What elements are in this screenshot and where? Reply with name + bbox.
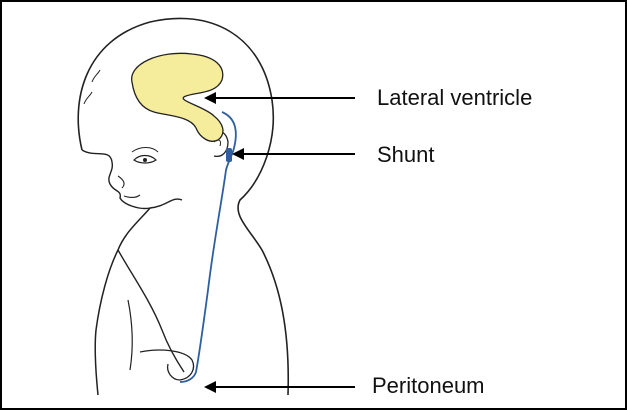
label-peritoneum: Peritoneum: [372, 375, 485, 397]
child-arm: [118, 250, 184, 372]
child-arm-inner: [128, 300, 132, 370]
shunt-valve: [226, 148, 232, 162]
child-abdomen: [140, 350, 194, 380]
label-lateral-ventricle: Lateral ventricle: [377, 87, 532, 109]
child-neck-line: [95, 208, 150, 395]
arrow-peritoneum: [204, 381, 355, 393]
child-pupil: [143, 158, 147, 162]
child-nose: [118, 176, 124, 188]
hair-wisp: [84, 92, 92, 104]
arrow-ventricle: [204, 92, 355, 104]
child-face-outline: [82, 150, 182, 208]
arrow-shunt: [232, 148, 355, 160]
child-mouth: [124, 195, 140, 197]
hair-wisp: [92, 70, 100, 82]
child-brow: [132, 148, 158, 153]
label-shunt: Shunt: [377, 144, 435, 166]
